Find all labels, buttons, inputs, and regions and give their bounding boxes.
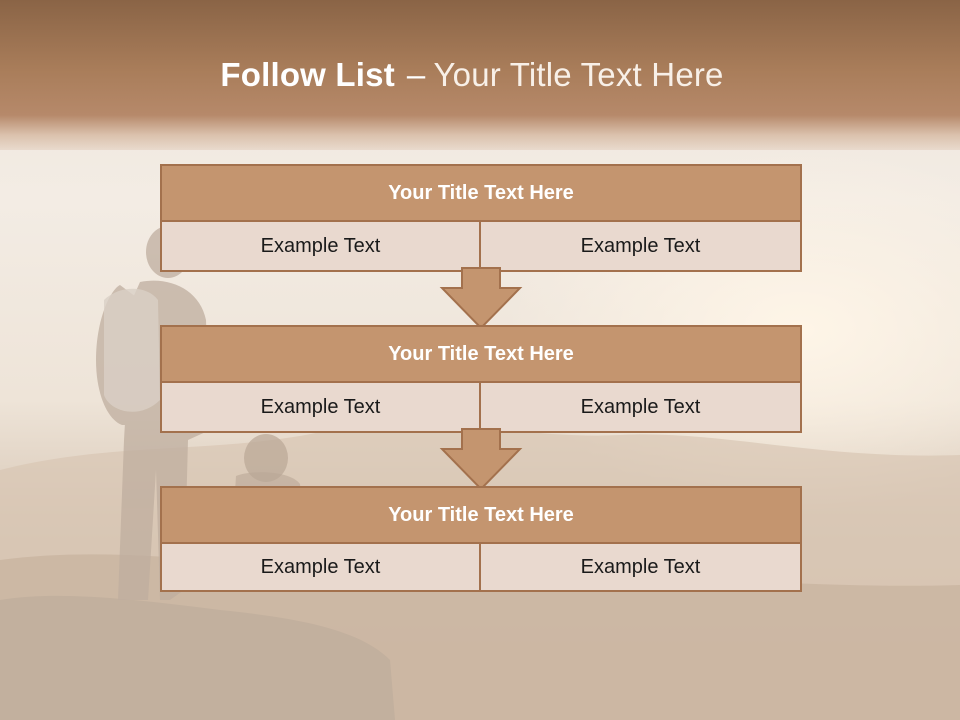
flow-block-title: Your Title Text Here [160,164,802,222]
down-arrow-icon [439,428,523,491]
title-band [0,0,960,150]
flow-block-title: Your Title Text Here [160,486,802,544]
slide-title: Follow List–Your Title Text Here [0,56,944,94]
flow-block-left-text: Example Text [160,381,481,433]
flow-block-left-text: Example Text [160,220,481,272]
flow-block-right-text: Example Text [479,220,802,272]
flow-block-right-text: Example Text [479,381,802,433]
flow-block-1: Your Title Text Here Example Text Exampl… [160,164,802,272]
flow-block-2: Your Title Text Here Example Text Exampl… [160,325,802,433]
slide-title-strong: Follow List [220,56,395,93]
flow-block-left-text: Example Text [160,542,481,592]
slide-title-dash: – [406,56,426,93]
flow-block-title: Your Title Text Here [160,325,802,383]
down-arrow-icon [439,267,523,330]
flow-block-right-text: Example Text [479,542,802,592]
flow-block-3: Your Title Text Here Example Text Exampl… [160,486,802,594]
slide-title-rest: Your Title Text Here [433,56,724,93]
